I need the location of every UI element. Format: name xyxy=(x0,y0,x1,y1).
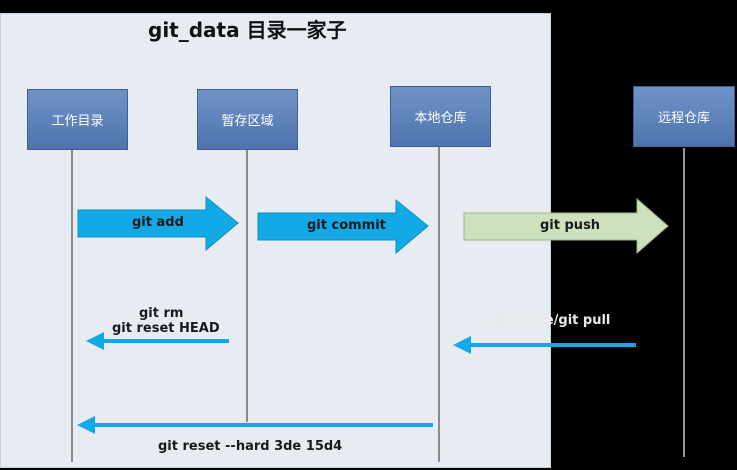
diagram-title: git_data 目录一家子 xyxy=(148,18,347,42)
node-remote-repo: 远程仓库 xyxy=(633,86,735,147)
git-push-arrow xyxy=(463,197,669,255)
git-commit-label: git commit xyxy=(307,218,386,233)
git-reset-head-arrow-head xyxy=(86,332,104,350)
git-clone-pull-arrow-head xyxy=(453,336,471,354)
git-reset-hard-label: git reset --hard 3de 15d4 xyxy=(158,439,343,454)
git-add-arrow xyxy=(77,195,239,252)
node-local-repo: 本地仓库 xyxy=(390,86,491,147)
git-add-label: git add xyxy=(132,215,184,230)
git-rm-label: git rm xyxy=(139,306,184,321)
git-clone-pull-label: git clone/git pull xyxy=(490,313,611,328)
node-workspace: 工作目录 xyxy=(27,89,128,150)
git-push-label: git push xyxy=(540,218,601,233)
git-commit-arrow xyxy=(257,198,429,255)
git-reset-head-label: git reset HEAD xyxy=(112,321,220,336)
git-reset-hard-arrow-head xyxy=(77,416,95,434)
node-staging: 暂存区域 xyxy=(197,89,298,150)
